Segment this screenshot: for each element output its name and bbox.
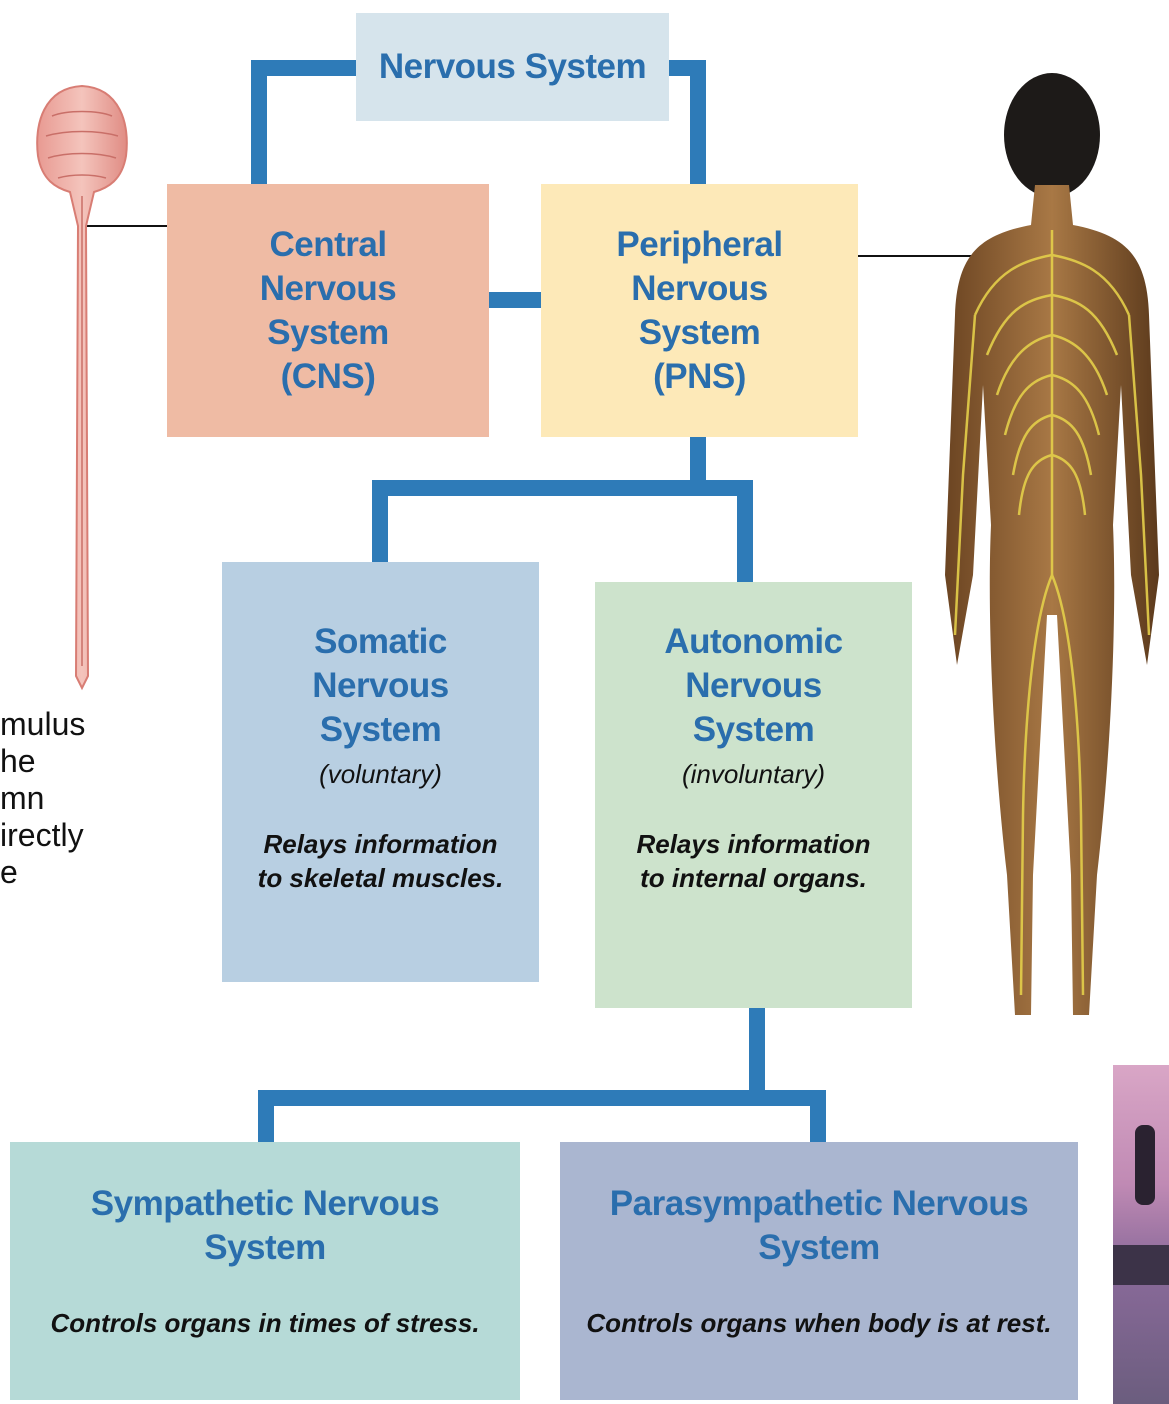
autonomic-title-line-3: System [693,708,815,752]
cns-title-line-1: Central [269,223,386,267]
autonomic-title-line-2: Nervous [685,664,822,708]
somatic-desc-line-1: Relays information [263,827,497,861]
somatic-title-line-2: Nervous [312,664,449,708]
parasympathetic-title-line-1: Parasympathetic Nervous [610,1182,1028,1226]
connector-pns-somatic [380,437,698,562]
pns-title-line-2: Nervous [631,267,768,311]
pns-title-line-1: Peripheral [616,223,782,267]
connector-ns-pns [666,68,698,184]
connector-pns-autonomic [698,488,745,582]
autonomic-subtitle: (involuntary) [682,758,825,791]
cns-title-line-2: Nervous [260,267,397,311]
sympathetic-desc: Controls organs in times of stress. [50,1306,479,1340]
silhouette-shadow [1113,1245,1169,1285]
autonomic-title-line-1: Autonomic [664,620,842,664]
cns-title-line-4: (CNS) [281,355,376,399]
parasympathetic-box: Parasympathetic Nervous System Controls … [560,1142,1078,1400]
meditation-photo-fragment [1113,1065,1169,1404]
nervous-system-title: Nervous System [379,45,646,89]
somatic-title-line-1: Somatic [314,620,447,664]
pns-title-line-4: (PNS) [653,355,746,399]
somatic-box: Somatic Nervous System (voluntary) Relay… [222,562,539,982]
pns-box: Peripheral Nervous System (PNS) [541,184,858,437]
sympathetic-box: Sympathetic Nervous System Controls orga… [10,1142,520,1400]
autonomic-desc-line-1: Relays information [636,827,870,861]
cns-box: Central Nervous System (CNS) [167,184,489,437]
spinal-cord-illustration [22,76,142,696]
sympathetic-title-line-2: System [204,1226,326,1270]
autonomic-desc-line-2: to internal organs. [640,861,867,895]
sympathetic-title-line-1: Sympathetic Nervous [91,1182,439,1226]
somatic-subtitle: (voluntary) [319,758,442,791]
connector-ns-cns [259,68,352,184]
parasympathetic-title-line-2: System [758,1226,880,1270]
somatic-desc-line-2: to skeletal muscles. [258,861,504,895]
parasympathetic-desc: Controls organs when body is at rest. [586,1306,1051,1340]
pns-title-line-3: System [639,311,761,355]
figure-silhouette [1135,1125,1155,1205]
nervous-system-box: Nervous System [356,13,669,121]
somatic-title-line-3: System [320,708,442,752]
side-text-fragment: mulus he mn irectly e [0,706,85,891]
cns-title-line-3: System [267,311,389,355]
body-nerves-illustration [935,55,1169,1055]
autonomic-box: Autonomic Nervous System (involuntary) R… [595,582,912,1008]
